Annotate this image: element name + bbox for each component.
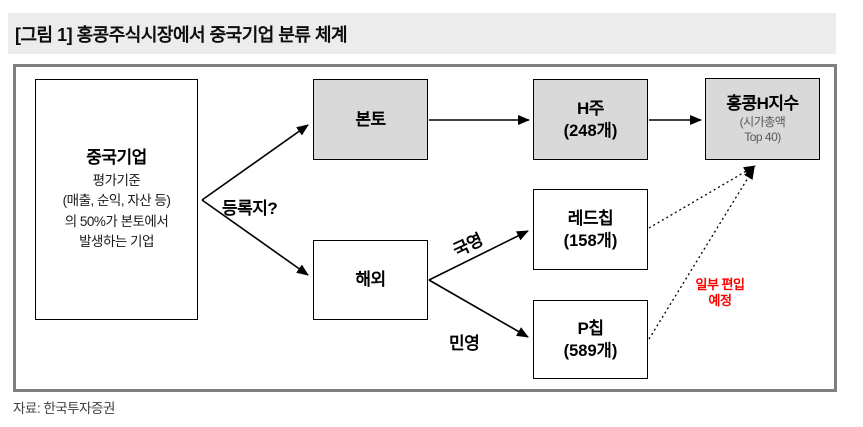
- figure-title: [그림 1] 홍콩주식시장에서 중국기업 분류 체계: [15, 24, 348, 45]
- hk-index-name: 홍콩H지수: [726, 94, 799, 113]
- hk-index-box: 홍콩H지수 (시가총액 Top 40): [705, 78, 820, 160]
- figure-title-bar: [그림 1] 홍콩주식시장에서 중국기업 분류 체계: [8, 13, 836, 54]
- china-company-line: (매출, 순익, 자산 등): [62, 193, 171, 208]
- china-company-title: 중국기업: [86, 147, 147, 167]
- overseas-box: 해외: [313, 240, 428, 320]
- hk-index-sub: Top 40): [744, 130, 781, 144]
- source-label: 자료: 한국투자증권: [13, 401, 115, 416]
- china-company-line: 평가기준: [92, 172, 141, 188]
- hk-index-sub: (시가총액: [739, 115, 786, 129]
- private-label: 민영: [449, 334, 480, 353]
- mainland-label: 본토: [355, 109, 386, 129]
- partial-inclusion-line: 일부 편입: [695, 277, 745, 292]
- p-chip-name: P칩: [577, 318, 604, 338]
- mainland-box: 본토: [313, 79, 428, 160]
- p-chip-box: P칩 (589개): [533, 300, 648, 379]
- p-chip-count: (589개): [563, 341, 618, 360]
- h-share-name: H주: [577, 98, 604, 118]
- china-company-box: 중국기업 평가기준 (매출, 순익, 자산 등) 의 50%가 본토에서 발생하…: [35, 79, 198, 320]
- china-company-line: 의 50%가 본토에서: [64, 213, 169, 229]
- h-share-count: (248개): [563, 121, 618, 140]
- red-chip-box: 레드칩 (158개): [533, 189, 648, 270]
- partial-inclusion-note: 일부 편입 예정: [676, 277, 764, 308]
- overseas-label: 해외: [355, 270, 386, 289]
- registration-question-label: 등록지?: [222, 199, 278, 218]
- partial-inclusion-line: 예정: [708, 292, 732, 308]
- red-chip-name: 레드칩: [567, 208, 614, 228]
- red-chip-count: (158개): [563, 231, 618, 250]
- h-share-box: H주 (248개): [533, 79, 648, 160]
- china-company-line: 발생하는 기업: [79, 234, 154, 249]
